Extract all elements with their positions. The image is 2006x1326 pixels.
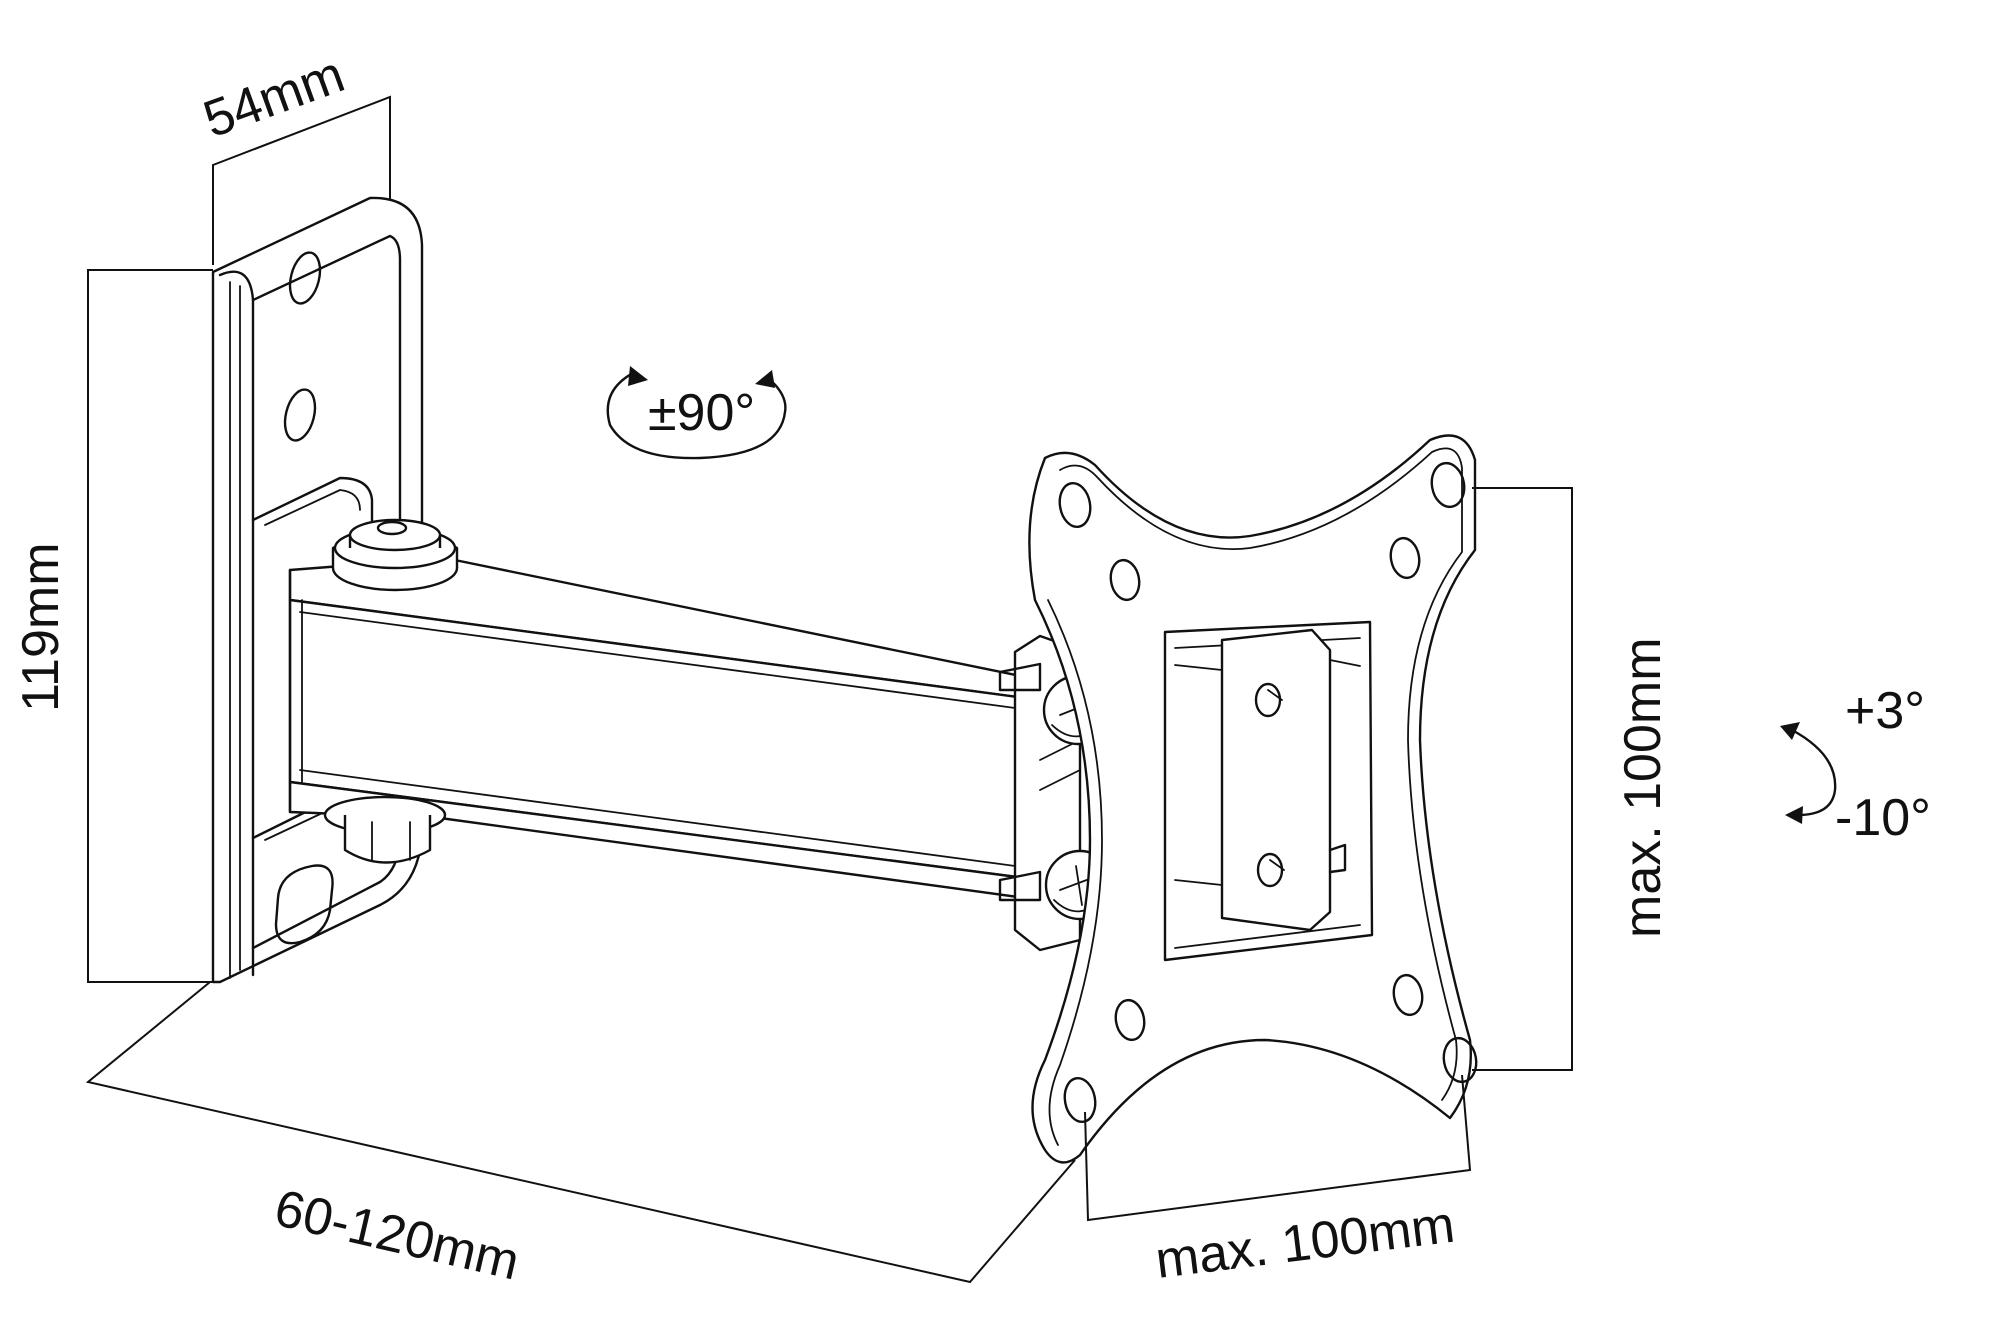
swivel-indicator (606, 366, 787, 460)
vesa-hole-1 (1058, 481, 1092, 529)
tilt-down-label: -10° (1835, 789, 1931, 847)
vesa-plate (1028, 434, 1478, 1164)
vesa-hole-8 (1442, 1036, 1478, 1084)
vesa-hole-6 (1063, 1076, 1097, 1124)
swivel-arrow-left (628, 366, 648, 386)
swivel-angle-label: ±90° (648, 384, 755, 442)
plate-hole-1 (288, 251, 322, 305)
swivel-arrow-right (755, 370, 775, 388)
vesa-hole-7 (1392, 973, 1424, 1017)
vesa-hole-2 (1109, 558, 1141, 602)
plate-hole-2 (283, 388, 317, 442)
extension-arm (288, 556, 1042, 902)
dimension-lines (85, 95, 1573, 1284)
vesa-horizontal-label: max. 100mm (1152, 1196, 1457, 1290)
arm-extension-label: 60-120mm (269, 1179, 524, 1291)
pivot-bolt-top (331, 518, 459, 592)
tilt-up-label: +3° (1845, 682, 1925, 740)
tilt-arrow-down (1785, 806, 1803, 824)
vesa-hole-5 (1114, 998, 1146, 1042)
vesa-hole-3 (1430, 461, 1466, 509)
plate-slot (274, 864, 334, 945)
tilt-arrow-up (1780, 722, 1800, 740)
plate-height-label: 119mm (12, 542, 70, 712)
vesa-vertical-label: max. 100mm (1614, 637, 1672, 938)
tilt-indicator (1780, 722, 1837, 824)
vesa-hole-4 (1389, 536, 1421, 580)
pivot-nut-bottom (323, 795, 447, 864)
plate-width-label: 54mm (196, 45, 352, 149)
